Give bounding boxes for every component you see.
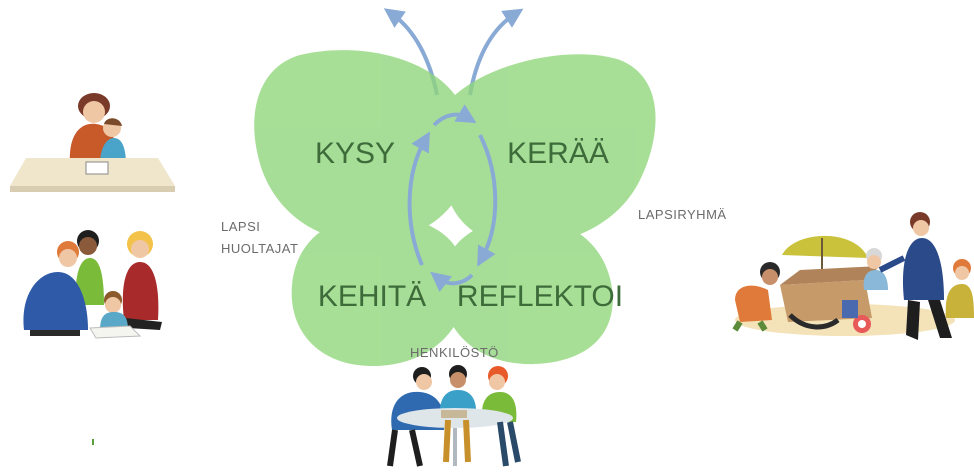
illustration-family-floor [23,230,162,339]
cycle-arrow-up [407,131,430,266]
illustration-parent-child-table [10,93,175,192]
petal-label-kysy: KYSY [315,137,395,170]
label-huoltajat: HUOLTAJAT [221,241,298,256]
label-lapsi: LAPSI [221,219,260,234]
cycle-arrow-top [432,104,477,127]
petal-label-reflektoi: REFLEKTOI [457,280,623,313]
cycle-arrow-bottom [430,271,474,293]
cycle-arrow-down [477,134,498,267]
decorative-mark [92,439,94,445]
label-henkilosto: HENKILÖSTÖ [410,345,499,360]
label-lapsiryhma: LAPSIRYHMÄ [638,207,727,222]
petal-top-left [254,50,468,242]
petal-label-keraa: KERÄÄ [507,137,609,170]
illustration-children-play [732,212,974,340]
illustration-staff-meeting [387,365,521,467]
petal-bottom-left [291,215,466,367]
petals [254,50,656,367]
petal-label-kehita: KEHITÄ [318,280,426,313]
